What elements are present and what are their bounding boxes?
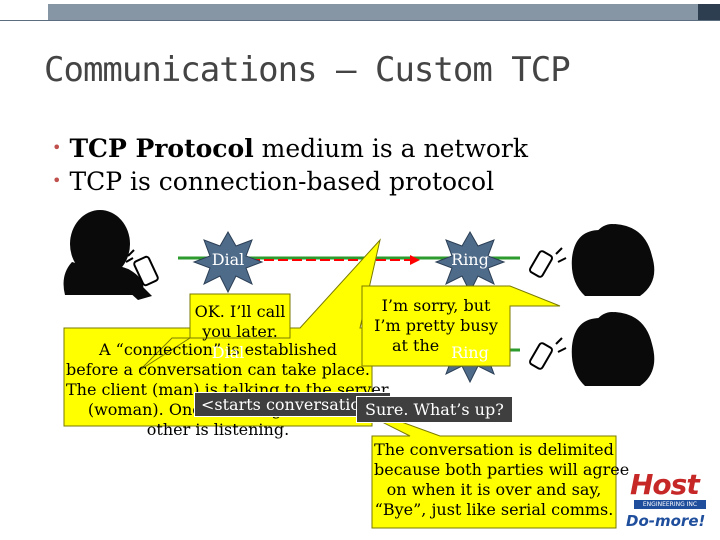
bullet-dot-icon: •	[52, 138, 62, 157]
delimited-text: The conversation is delimited because bo…	[374, 440, 630, 520]
sorry-line: I’m pretty busy	[374, 316, 498, 335]
bullet-dot-icon: •	[52, 171, 62, 190]
sure-reply-badge: Sure. What’s up?	[356, 396, 513, 423]
connection-line-text: A “connection” is established	[99, 340, 337, 359]
delimited-line: because both parties will agree	[374, 460, 630, 479]
delimited-callout-shape	[329, 395, 617, 529]
top-bar-rule	[0, 20, 720, 21]
top-bar-segment	[48, 4, 698, 20]
ok-call-callout-shape	[139, 293, 291, 371]
slide-title: Communications – Custom TCP	[44, 50, 571, 90]
dial-arrow-head	[410, 255, 420, 265]
dial-starburst	[192, 230, 264, 294]
bullet-text: TCP is connection-based protocol	[69, 167, 495, 196]
bullet-item: • TCP is connection-based protocol	[52, 165, 528, 198]
woman-silhouette-icon	[571, 224, 655, 296]
sorry-line: at the	[392, 336, 440, 355]
man-silhouette-icon	[63, 210, 152, 300]
dial-label: Dial	[211, 343, 245, 362]
logo-product: Do-more!	[626, 512, 706, 530]
sorry-callout-shape	[361, 285, 561, 367]
sorry-line: I’m sorry, but	[381, 296, 491, 315]
ring-label: Ring	[451, 250, 489, 269]
ok-call-line: you later.	[202, 322, 278, 341]
phone-icon	[529, 337, 567, 370]
bullet-bold-text: TCP Protocol	[69, 134, 254, 163]
sorry-text: I’m sorry, but I’m pretty busy at the	[366, 296, 506, 356]
delimited-line: The conversation is delimited	[374, 440, 614, 459]
connection-line-text: before a conversation can take place.	[66, 360, 370, 379]
connection-line-text: other is listening.	[146, 420, 290, 439]
delimited-line: on when it is over and say,	[386, 480, 602, 499]
phone-icon	[529, 247, 567, 278]
woman-silhouette-icon	[571, 312, 655, 386]
host-engineering-logo: Host ENGINEERING INC Do-more!	[624, 468, 716, 534]
top-decoration-bar	[0, 0, 720, 22]
bullet-list: • TCP Protocol medium is a network • TCP i…	[52, 132, 528, 198]
ok-call-line: OK. I’ll call	[194, 302, 286, 321]
top-bar-dark-segment	[698, 4, 720, 20]
dial-label: Dial	[211, 250, 245, 269]
bullet-item: • TCP Protocol medium is a network	[52, 132, 528, 165]
logo-tagline: ENGINEERING INC	[634, 500, 706, 509]
logo-brand: Host	[630, 468, 700, 501]
ring-label: Ring	[451, 343, 489, 362]
bullet-text: medium is a network	[253, 134, 529, 163]
ok-call-text: OK. I’ll call you later.	[188, 302, 292, 342]
delimited-line: “Bye”, just like serial comms.	[374, 500, 614, 519]
phone-icon	[125, 249, 159, 287]
